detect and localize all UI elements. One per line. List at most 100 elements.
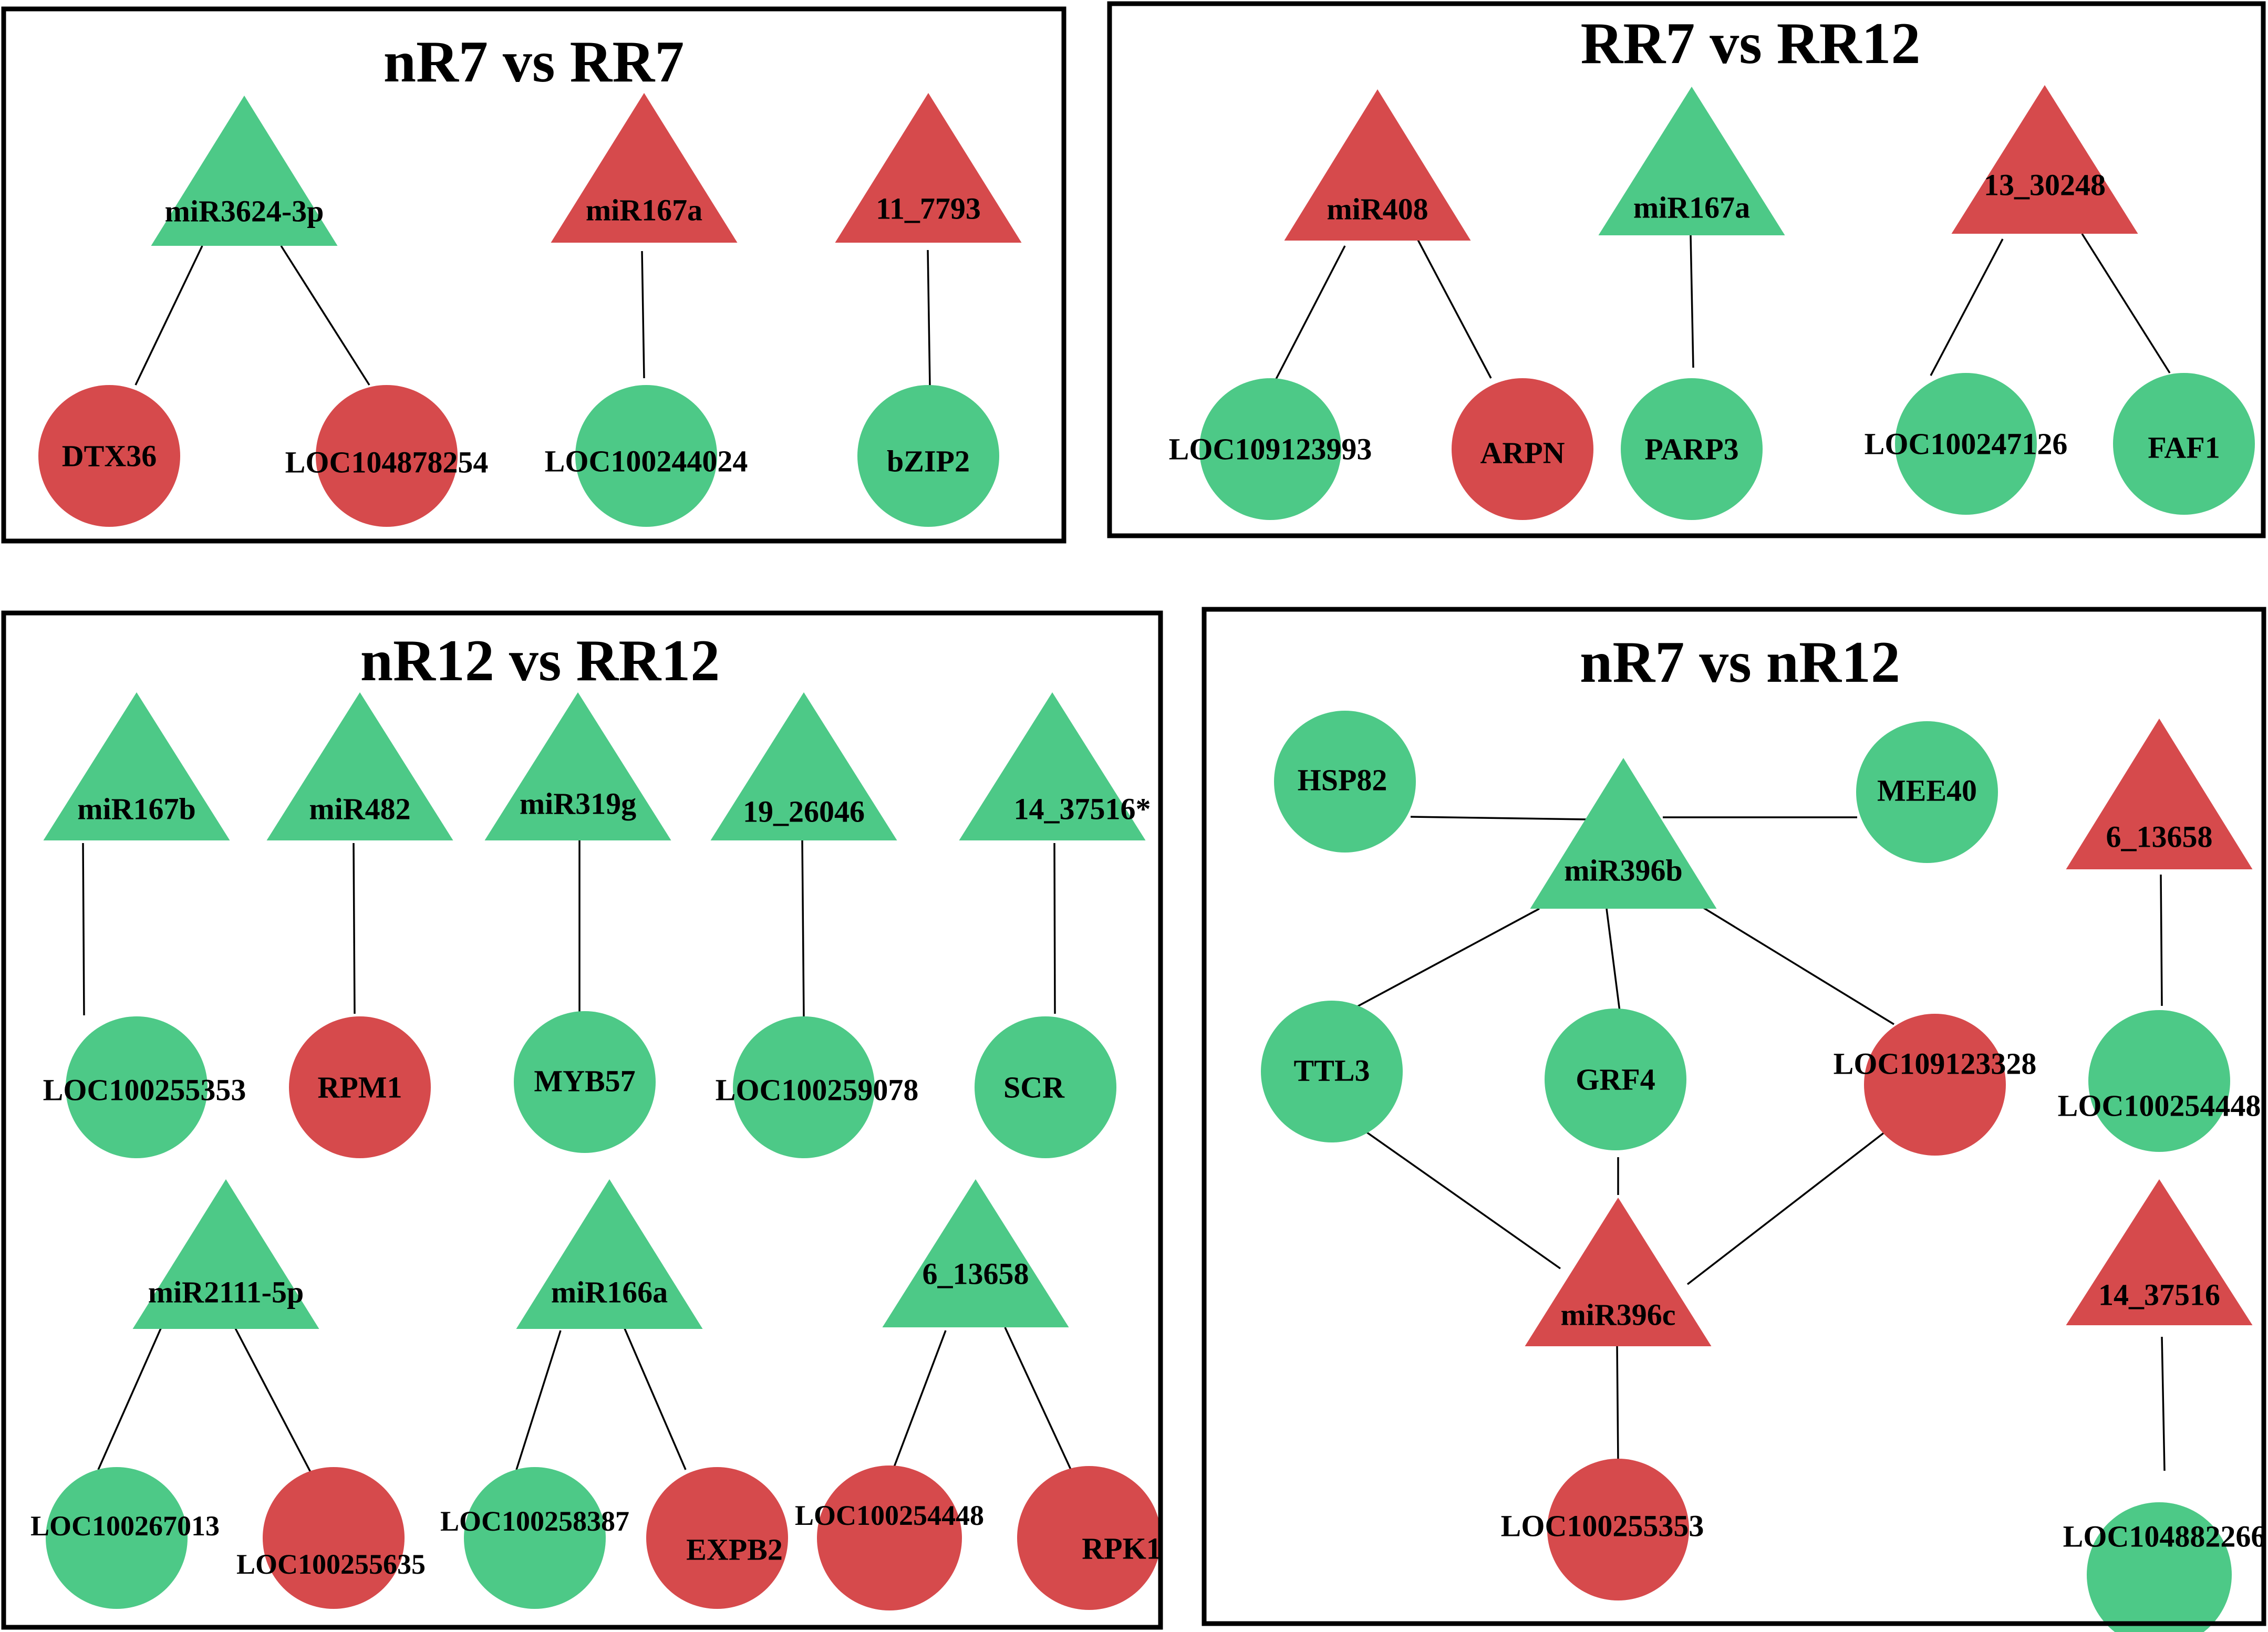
- target-gene-node-b8: FAF1: [2113, 373, 2255, 515]
- mirna-node-a2: miR167a: [551, 93, 738, 243]
- mirna-triangle: [516, 1179, 703, 1329]
- panel-frame: [1107, 1, 2266, 538]
- node-label: miR167a: [586, 193, 702, 227]
- edge-c13-c18: [891, 1330, 947, 1473]
- target-gene-node-c7: RPM1: [289, 1016, 431, 1158]
- target-gene-node-c18: LOC100254448: [795, 1465, 984, 1610]
- mirna-node-c3: miR319g: [484, 692, 671, 840]
- edge-b2-b6: [1690, 235, 1694, 368]
- edge-b1-b4: [1272, 245, 1346, 386]
- panel-frame: [1, 610, 1163, 1630]
- gene-circle: [514, 1011, 656, 1153]
- gene-circle: [1547, 1459, 1689, 1600]
- panel-title: nR7 vs nR12: [1580, 630, 1900, 695]
- target-gene-node-c15: LOC100255635: [236, 1467, 426, 1609]
- edge-d3-d6: [1606, 908, 1621, 1012]
- mirna-node-d10: 14_37516: [2066, 1179, 2253, 1325]
- target-gene-node-c19: RPK1: [1017, 1466, 1162, 1610]
- edge-b3-b7: [1930, 238, 2004, 376]
- node-label: 11_7793: [876, 192, 981, 226]
- gene-circle: [646, 1467, 788, 1609]
- target-gene-node-d6: GRF4: [1545, 1009, 1686, 1150]
- panel-0: nR7 vs RR7: [1, 6, 1066, 544]
- node-label: 14_37516: [2098, 1278, 2220, 1312]
- node-label: LOC104878254: [285, 445, 489, 480]
- edge-c11-c14: [97, 1327, 162, 1470]
- node-label: 19_26046: [743, 795, 865, 829]
- node-label: miR319g: [520, 787, 636, 821]
- edge-c11-c15: [234, 1327, 314, 1477]
- mirna-node-c1: miR167b: [43, 692, 230, 840]
- gene-circle: [1856, 721, 1998, 863]
- edge-c1-c6: [82, 843, 85, 1016]
- gene-circle: [289, 1016, 431, 1158]
- node-label: LOC100244024: [545, 444, 748, 479]
- mirna-node-d4: 6_13658: [2066, 719, 2253, 869]
- mirna-triangle: [1951, 85, 2138, 234]
- target-gene-node-d1: HSP82: [1274, 711, 1416, 853]
- mirna-triangle: [959, 692, 1146, 840]
- gene-circle: [1261, 1001, 1403, 1142]
- target-gene-node-b6: PARP3: [1621, 378, 1763, 520]
- node-label: SCR: [1003, 1070, 1065, 1105]
- panel-title: RR7 vs RR12: [1580, 11, 1920, 76]
- edge-d10-d12: [2161, 1336, 2166, 1471]
- panel-3: nR7 vs nR12: [1202, 607, 2266, 1626]
- gene-circle: [1545, 1009, 1686, 1150]
- gene-circle: [2087, 1502, 2232, 1632]
- edge-d5-d9: [1347, 1118, 1561, 1270]
- target-gene-node-c10: SCR: [975, 1016, 1116, 1158]
- mirna-node-b3: 13_30248: [1951, 85, 2138, 234]
- gene-circle: [464, 1467, 606, 1609]
- target-gene-node-b5: ARPN: [1452, 378, 1593, 520]
- gene-circle: [46, 1467, 188, 1609]
- mirna-triangle: [43, 692, 230, 840]
- target-gene-node-c6: LOC100255353: [43, 1016, 246, 1158]
- gene-circle: [1274, 711, 1416, 853]
- panel-title: nR7 vs RR7: [384, 29, 685, 95]
- mirna-node-c2: miR482: [266, 692, 453, 840]
- mirna-triangle: [835, 93, 1022, 243]
- panel-frame: [1202, 607, 2266, 1626]
- edges-layer: [82, 233, 2171, 1477]
- gene-circle: [1864, 1014, 2006, 1156]
- edge-a3-a7: [927, 250, 931, 387]
- target-gene-node-d2: MEE40: [1856, 721, 1998, 863]
- node-label: LOC100267013: [30, 1510, 220, 1542]
- node-label: LOC100255353: [43, 1073, 246, 1107]
- node-label: EXPB2: [686, 1533, 783, 1567]
- node-label: MYB57: [534, 1064, 635, 1098]
- edge-a1-a4: [134, 245, 203, 386]
- edge-a2-a6: [641, 251, 645, 379]
- mirna-triangle: [2066, 1179, 2253, 1325]
- target-gene-node-c17: EXPB2: [646, 1467, 788, 1609]
- edge-d9-d11: [1616, 1344, 1619, 1462]
- node-label: miR408: [1327, 192, 1428, 226]
- gene-circle: [1895, 373, 2037, 515]
- mirna-node-a3: 11_7793: [835, 93, 1022, 243]
- gene-circle: [1017, 1466, 1161, 1610]
- node-label: MEE40: [1877, 774, 1977, 808]
- node-label: LOC100258387: [440, 1505, 629, 1537]
- node-label: miR396b: [1564, 854, 1683, 888]
- mirna-node-a1: miR3624-3p: [151, 96, 338, 246]
- gene-circle: [857, 385, 999, 527]
- target-gene-node-c16: LOC100258387: [440, 1467, 629, 1609]
- edge-d4-d8: [2160, 874, 2163, 1006]
- mirna-triangle: [882, 1179, 1069, 1327]
- node-label: LOC100255635: [236, 1548, 426, 1580]
- mirna-node-b2: miR167a: [1598, 87, 1785, 235]
- gene-circle: [817, 1465, 962, 1610]
- mirna-triangle: [1525, 1198, 1712, 1346]
- node-label: TTL3: [1293, 1054, 1370, 1088]
- panel-1: RR7 vs RR12: [1107, 1, 2266, 538]
- gene-circle: [2088, 1010, 2230, 1152]
- mirna-triangle: [710, 692, 897, 840]
- mirna-triangle: [151, 96, 338, 246]
- mirna-triangle: [1598, 87, 1785, 235]
- gene-circle: [316, 385, 458, 527]
- edge-c4-c9: [801, 839, 805, 1018]
- node-label: miR166a: [551, 1275, 668, 1309]
